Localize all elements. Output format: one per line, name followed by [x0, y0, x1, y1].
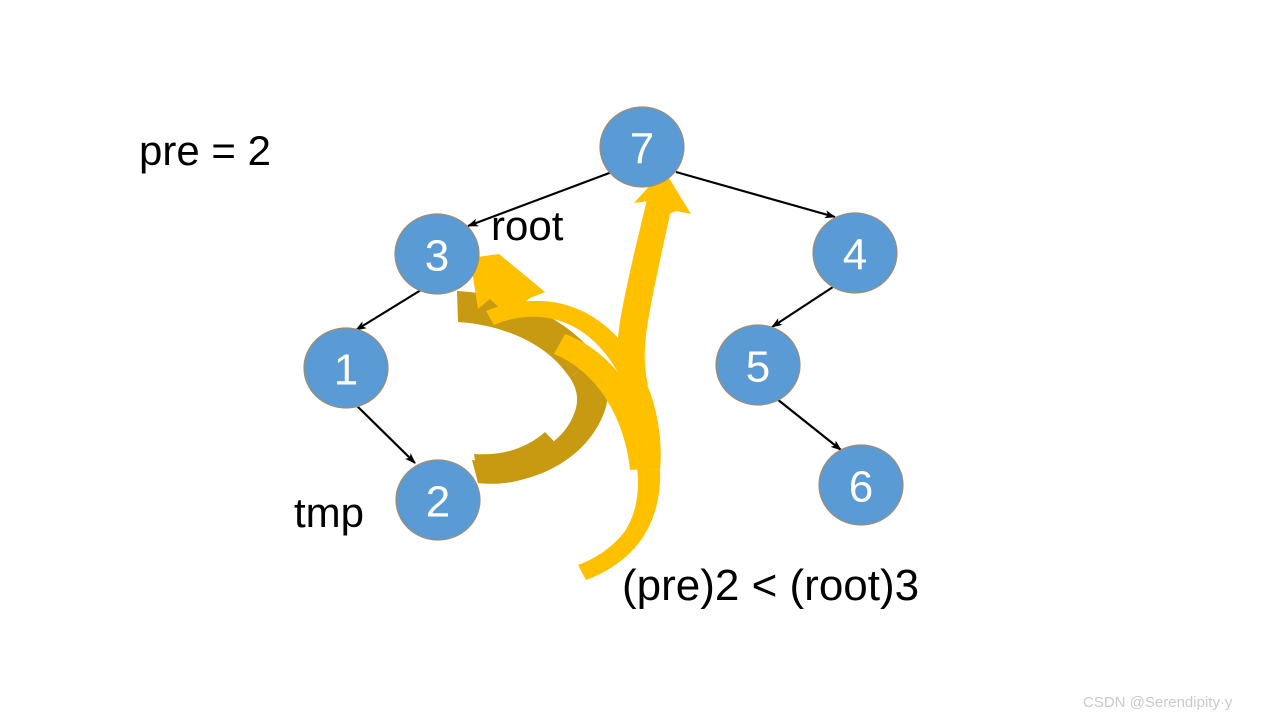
node-5-label: 5: [746, 343, 770, 392]
node-7-shape[interactable]: [599, 106, 685, 188]
diagram-labels: pre = 2 root tmp (pre)2 < (root)3: [139, 127, 919, 610]
node-3[interactable]: 3: [394, 213, 480, 295]
edge-7-to-4: [675, 170, 836, 219]
node-1-label: 1: [334, 346, 358, 395]
flow-arrow-up-to-7-body: [554, 334, 654, 470]
flow-arrow-up-to-7-shaft: [617, 183, 675, 394]
node-3-shape[interactable]: [394, 213, 480, 295]
node-5-shape[interactable]: [715, 324, 801, 406]
edge-1-to-2: [353, 402, 416, 464]
node-6-shape[interactable]: [818, 444, 904, 526]
edge-5-to-6: [776, 398, 842, 451]
node-7[interactable]: 7: [599, 106, 685, 188]
node-5[interactable]: 5: [715, 324, 801, 406]
node-3-label: 3: [425, 232, 449, 281]
pre-variable-label: pre = 2: [139, 127, 271, 174]
flow-arrow-up-to-7-arrowhead: [634, 170, 691, 222]
node-2-label: 2: [426, 478, 450, 527]
node-4-label: 4: [843, 231, 867, 280]
node-6[interactable]: 6: [818, 444, 904, 526]
comparison-caption: (pre)2 < (root)3: [622, 561, 919, 610]
edge-4-to-5: [771, 284, 837, 328]
flow-arrow-to-7-arrowhead: [470, 254, 545, 316]
flow-arrow-up-to-7: [554, 170, 691, 470]
flow-arrow-2-to-3-body-lower: [474, 432, 567, 484]
node-1[interactable]: 1: [303, 327, 389, 409]
node-2[interactable]: 2: [395, 459, 481, 541]
edge-3-to-1: [355, 289, 422, 331]
node-4-shape[interactable]: [812, 212, 898, 294]
tmp-pointer-label: tmp: [294, 489, 364, 536]
flow-arrow-2-to-3-body: [472, 356, 608, 484]
edge-7-to-3: [467, 170, 613, 228]
node-6-label: 6: [849, 463, 873, 512]
node-2-shape[interactable]: [395, 459, 481, 541]
flow-arrow-to-7-tail: [578, 468, 661, 580]
csdn-watermark: CSDN @Serendipity·y: [1083, 694, 1233, 711]
tree-nodes: 7 3 4 1 5 2: [303, 106, 904, 541]
node-4[interactable]: 4: [812, 212, 898, 294]
flow-arrow-to-7: [470, 254, 661, 580]
root-pointer-label: root: [491, 202, 564, 249]
tree-edges: [353, 170, 842, 464]
flow-arrow-to-7-body: [486, 300, 661, 470]
node-7-label: 7: [630, 125, 654, 174]
node-1-shape[interactable]: [303, 327, 389, 409]
